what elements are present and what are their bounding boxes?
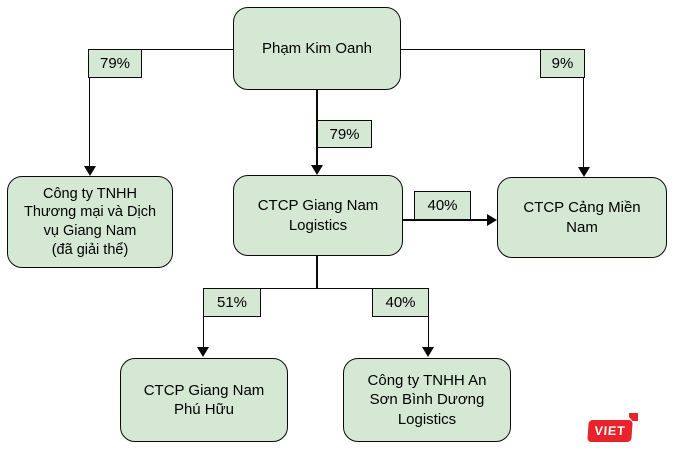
connector-bottom-split bbox=[202, 287, 429, 289]
node-giang-nam-trading-service: Công ty TNHH Thương mại và Dịch vụ Giang… bbox=[7, 176, 173, 268]
arrowhead-down-icon bbox=[83, 166, 96, 176]
node-giang-nam-logistics: CTCP Giang Nam Logistics bbox=[233, 175, 403, 256]
viet-logo-text: VIET bbox=[594, 424, 626, 438]
connector-top-to-right-vertical bbox=[582, 48, 584, 168]
connector-top-to-right bbox=[401, 48, 584, 50]
node-giang-nam-phu-huu: CTCP Giang Nam Phú Hữu bbox=[120, 358, 288, 442]
connector-top-to-left-vertical bbox=[88, 48, 90, 167]
connector-top-to-center bbox=[316, 90, 318, 166]
arrowhead-down-icon bbox=[422, 347, 435, 357]
edge-label-9: 9% bbox=[540, 49, 585, 78]
arrowhead-down-icon bbox=[311, 165, 323, 175]
connector-to-bottom-left bbox=[202, 287, 204, 348]
arrowhead-down-icon bbox=[577, 167, 590, 177]
node-pham-kim-oanh: Phạm Kim Oanh bbox=[233, 7, 401, 90]
connector-top-to-left bbox=[89, 48, 233, 50]
viet-logo-badge: VIET bbox=[587, 420, 633, 442]
flag-icon bbox=[629, 413, 638, 421]
arrowhead-down-icon bbox=[197, 347, 210, 357]
edge-label-79-center: 79% bbox=[317, 120, 372, 148]
arrowhead-right-icon bbox=[487, 214, 497, 226]
edge-label-40-bottom: 40% bbox=[372, 288, 429, 317]
node-an-son-binh-duong-logistics: Công ty TNHH An Sơn Bình Dương Logistics bbox=[343, 358, 511, 442]
edge-label-51: 51% bbox=[203, 288, 261, 317]
connector-center-down bbox=[316, 256, 318, 289]
node-cang-mien-nam: CTCP Cảng Miền Nam bbox=[497, 177, 667, 258]
connector-to-bottom-right bbox=[427, 287, 429, 348]
edge-label-40-right: 40% bbox=[414, 191, 471, 220]
edge-label-79-left: 79% bbox=[88, 49, 142, 78]
viet-logo: VIET bbox=[586, 412, 640, 444]
